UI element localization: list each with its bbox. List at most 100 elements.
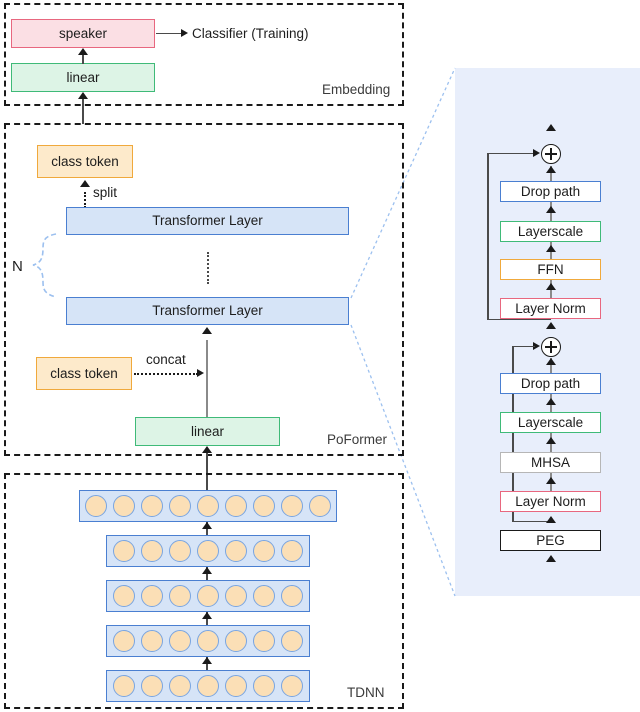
tdnn-row bbox=[79, 490, 337, 522]
tdnn-unit bbox=[197, 495, 219, 517]
detail-layerscale-attn: Layerscale bbox=[500, 412, 601, 433]
arrow-to-residual-add-attn bbox=[546, 322, 556, 329]
tdnn-unit bbox=[169, 540, 191, 562]
tdnn-unit bbox=[169, 585, 191, 607]
tdnn-unit bbox=[113, 585, 135, 607]
detail-output-arrow bbox=[546, 124, 556, 131]
tdnn-unit bbox=[281, 675, 303, 697]
tdnn-unit bbox=[113, 495, 135, 517]
embedding-linear-box: linear bbox=[11, 63, 155, 92]
tdnn-unit bbox=[197, 630, 219, 652]
arrow-to-ffn bbox=[546, 245, 556, 252]
tdnn-unit bbox=[253, 675, 275, 697]
tdnn-row bbox=[106, 580, 310, 612]
residual-skip-attn-arrow bbox=[533, 342, 540, 350]
embedding-group-label: Embedding bbox=[322, 82, 391, 97]
tdnn-unit bbox=[197, 675, 219, 697]
split-dotted-line bbox=[84, 192, 86, 208]
tdnn-unit bbox=[197, 585, 219, 607]
residual-add-attn bbox=[541, 337, 561, 357]
concat-label: concat bbox=[146, 352, 186, 367]
tdnn-unit bbox=[197, 540, 219, 562]
detail-ffn: FFN bbox=[500, 259, 601, 280]
arrow-to-layerscale-ffn bbox=[546, 206, 556, 213]
residual-skip-attn-base bbox=[512, 521, 552, 523]
arrow-to-peg bbox=[546, 516, 556, 523]
tdnn-unit bbox=[309, 495, 331, 517]
tdnn-row bbox=[106, 670, 310, 702]
tdnn-row bbox=[106, 535, 310, 567]
tdnn-unit bbox=[113, 675, 135, 697]
tdnn-unit bbox=[141, 495, 163, 517]
tdnn-unit bbox=[253, 630, 275, 652]
detail-drop-path-ffn: Drop path bbox=[500, 181, 601, 202]
residual-skip-ffn-line bbox=[487, 153, 535, 155]
speaker-to-classifier-line bbox=[156, 33, 184, 35]
tdnn-unit bbox=[225, 540, 247, 562]
detail-mhsa: MHSA bbox=[500, 452, 601, 473]
residual-skip-attn-vertical bbox=[512, 346, 514, 522]
tdnn-unit bbox=[281, 495, 303, 517]
residual-add-ffn bbox=[541, 144, 561, 164]
linear-to-speaker-arrow bbox=[78, 48, 88, 55]
arrow-to-layer-norm-ffn bbox=[546, 283, 556, 290]
linear-to-speaker-line bbox=[82, 50, 84, 64]
residual-skip-ffn-arrow bbox=[533, 149, 540, 157]
tdnn-unit bbox=[141, 630, 163, 652]
detail-layer-norm-ffn: Layer Norm bbox=[500, 298, 601, 319]
detail-peg: PEG bbox=[500, 530, 601, 551]
class-token-output: class token bbox=[37, 145, 133, 178]
tdnn-unit bbox=[281, 540, 303, 562]
speaker-to-classifier-arrow bbox=[181, 29, 188, 37]
arrow-to-layer-norm-attn bbox=[546, 477, 556, 484]
tdnn-group-label: TDNN bbox=[347, 685, 385, 700]
tdnn-unit bbox=[253, 540, 275, 562]
poformer-linear-box: linear bbox=[135, 417, 280, 446]
tdnn-arrow-3 bbox=[202, 657, 212, 664]
tdnn-arrow-1 bbox=[202, 567, 212, 574]
tdnn-unit bbox=[253, 585, 275, 607]
detail-input-arrow bbox=[546, 555, 556, 562]
tdnn-unit bbox=[225, 630, 247, 652]
tdnn-to-poformer-arrow bbox=[202, 446, 212, 453]
repeat-count-label: N bbox=[12, 258, 23, 275]
arrow-to-layerscale-attn bbox=[546, 398, 556, 405]
tdnn-to-poformer-line bbox=[206, 448, 208, 490]
classifier-training-label: Classifier (Training) bbox=[192, 26, 309, 41]
residual-skip-attn-top bbox=[512, 346, 535, 348]
split-arrow bbox=[80, 180, 90, 187]
speaker-box: speaker bbox=[11, 19, 155, 48]
transformer-layer-bottom: Transformer Layer bbox=[66, 297, 349, 325]
detail-drop-path-attn: Drop path bbox=[500, 373, 601, 394]
linear-to-transformer-line bbox=[206, 340, 208, 418]
tdnn-unit bbox=[141, 540, 163, 562]
tdnn-row bbox=[106, 625, 310, 657]
tdnn-arrow-0 bbox=[202, 522, 212, 529]
split-label: split bbox=[93, 185, 118, 200]
tdnn-unit bbox=[225, 675, 247, 697]
layer-repeat-dots bbox=[207, 252, 209, 284]
poformer-to-embedding-arrow bbox=[78, 92, 88, 99]
tdnn-unit bbox=[85, 495, 107, 517]
arrow-to-mhsa bbox=[546, 437, 556, 444]
embedding-group bbox=[4, 3, 404, 106]
tdnn-unit bbox=[141, 585, 163, 607]
tdnn-unit bbox=[253, 495, 275, 517]
arrow-to-drop-path-ffn bbox=[546, 166, 556, 173]
tdnn-unit bbox=[225, 495, 247, 517]
tdnn-unit bbox=[113, 540, 135, 562]
poformer-to-embedding-line bbox=[82, 94, 84, 124]
tdnn-arrow-2 bbox=[202, 612, 212, 619]
poformer-group-label: PoFormer bbox=[327, 432, 388, 447]
tdnn-unit bbox=[169, 675, 191, 697]
tdnn-unit bbox=[225, 585, 247, 607]
linear-to-transformer-arrow bbox=[202, 327, 212, 334]
tdnn-unit bbox=[281, 630, 303, 652]
residual-skip-ffn-vertical bbox=[487, 153, 489, 320]
detail-layerscale-ffn: Layerscale bbox=[500, 221, 601, 242]
residual-skip-ffn-base bbox=[487, 319, 551, 321]
concat-arrow bbox=[197, 369, 204, 377]
transformer-layer-top: Transformer Layer bbox=[66, 207, 349, 235]
tdnn-unit bbox=[169, 495, 191, 517]
